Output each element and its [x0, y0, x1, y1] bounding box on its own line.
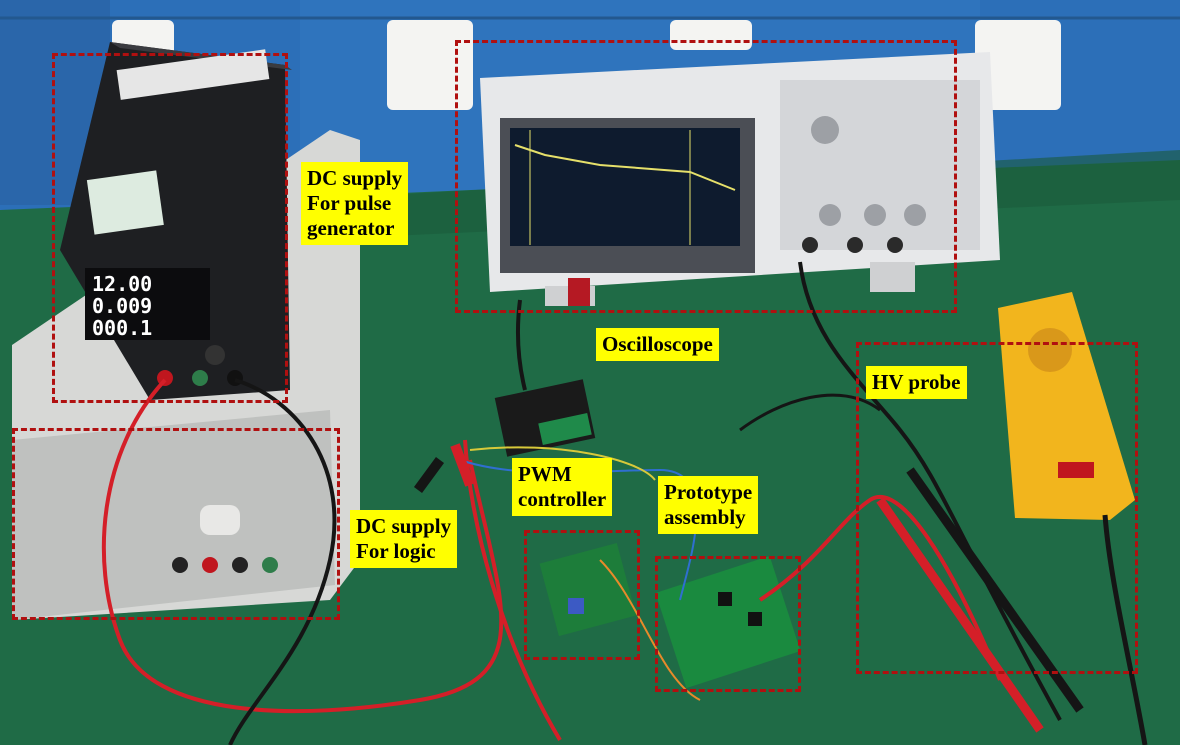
black-cable — [739, 393, 881, 432]
oscilloscope-foot — [870, 262, 915, 292]
label-line: HV probe — [872, 370, 961, 394]
label-line: For logic — [356, 539, 436, 563]
annotation-box-dc-supply-logic — [12, 428, 340, 620]
psu-display-panel — [85, 268, 210, 340]
prototype-ic — [748, 612, 762, 626]
black-probe-lead — [906, 467, 1084, 713]
red-cable — [101, 378, 504, 714]
pwm-controller-pot — [568, 598, 584, 614]
yellow-wire — [469, 446, 656, 481]
label-line: Oscilloscope — [602, 332, 713, 356]
wall-outlet — [975, 20, 1061, 110]
hv-probe-display — [1058, 462, 1094, 478]
supply-terminal — [172, 557, 188, 573]
label-hv-probe: HV probe — [866, 366, 967, 399]
annotation-box-oscilloscope — [455, 40, 957, 313]
label-line: PWM — [518, 462, 572, 486]
label-line: For pulse — [307, 191, 392, 215]
oscilloscope-trace — [514, 144, 736, 191]
oscilloscope-bnc — [847, 237, 863, 253]
label-dc-supply-pulse: DC supply For pulse generator — [301, 162, 409, 245]
hv-probe-dial — [1028, 328, 1072, 372]
psu-knob — [205, 345, 225, 365]
prototype-ic — [718, 592, 732, 606]
pwm-controller-pcb — [539, 542, 637, 637]
psu-power-readout: 000.1 — [92, 316, 152, 340]
annotation-box-hv-probe — [856, 342, 1138, 674]
oscilloscope-screen — [510, 128, 740, 246]
wall-outlet — [387, 20, 473, 110]
label-line: DC supply — [307, 166, 403, 190]
oscilloscope-knob — [904, 204, 926, 226]
label-oscilloscope: Oscilloscope — [596, 328, 719, 361]
label-line: controller — [518, 487, 607, 511]
supply-front-knob — [200, 505, 240, 535]
psu-current-readout: 0.009 — [92, 294, 152, 318]
oscilloscope-knob — [811, 116, 839, 144]
label-pwm-controller: PWM controller — [512, 458, 613, 516]
oscilloscope-knob — [819, 204, 841, 226]
oscilloscope-knob — [864, 204, 886, 226]
supply-terminal — [262, 557, 278, 573]
supply-terminal — [232, 557, 248, 573]
supply-sticker — [116, 49, 270, 100]
relay-terminal-block — [538, 413, 592, 445]
label-line: Prototype — [664, 480, 753, 504]
psu-voltage-readout: 12.00 — [92, 272, 152, 296]
prototype-pcb — [655, 555, 801, 689]
alligator-clip — [413, 457, 445, 493]
bench-power-supply-front — [12, 410, 335, 620]
alligator-clip — [450, 443, 475, 487]
label-line: assembly — [664, 505, 746, 529]
red-probe-lead — [876, 497, 1044, 733]
supply-sticker — [86, 170, 164, 235]
supply-terminal — [202, 557, 218, 573]
black-cable — [1102, 514, 1148, 745]
oscilloscope-bnc — [887, 237, 903, 253]
annotation-box-prototype-assembly — [655, 556, 801, 692]
red-cable — [758, 495, 1002, 681]
label-prototype-assembly: Prototype assembly — [658, 476, 759, 534]
oscilloscope-bnc — [802, 237, 818, 253]
annotation-box-dc-supply-pulse — [52, 53, 288, 403]
label-line: DC supply — [356, 514, 452, 538]
annotation-box-pwm-controller — [524, 530, 640, 660]
black-cable — [228, 378, 337, 745]
label-dc-supply-logic: DC supply For logic — [350, 510, 458, 568]
usb-drive — [568, 278, 590, 306]
label-line: generator — [307, 216, 395, 240]
psu-terminal-green — [192, 370, 208, 386]
